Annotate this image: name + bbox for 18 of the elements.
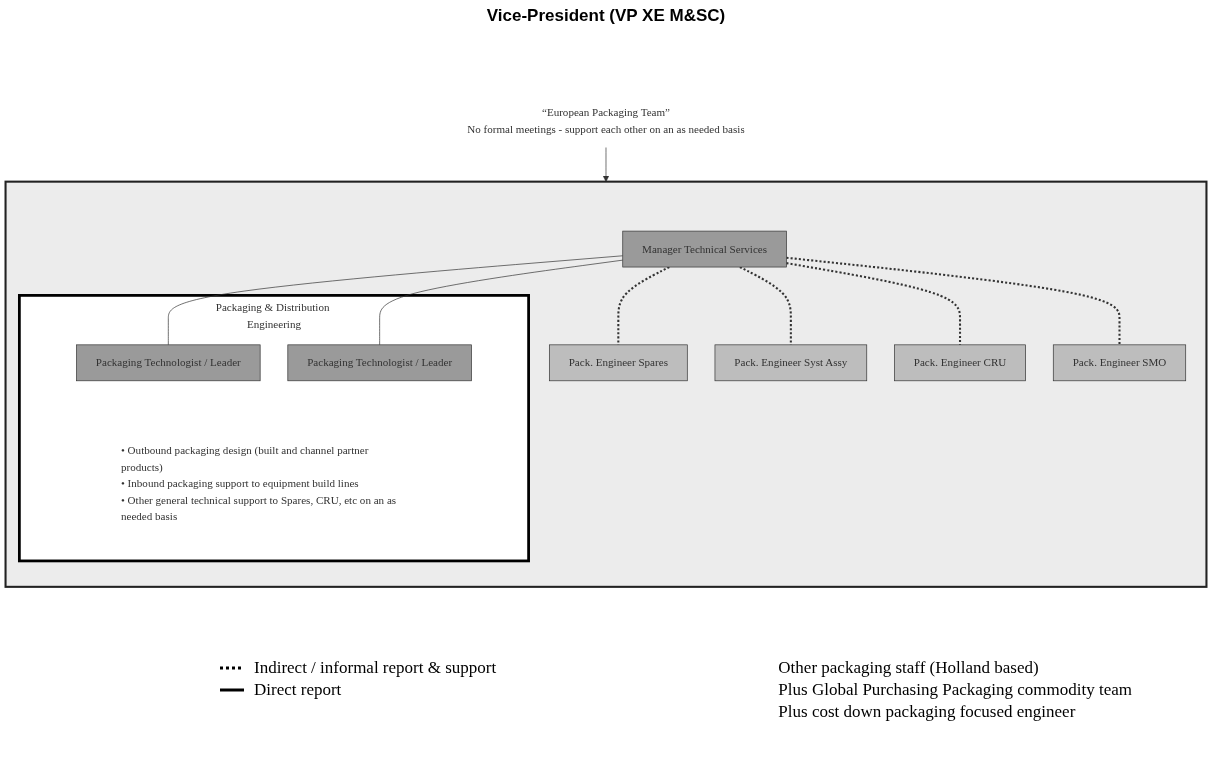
- cluster: [4, 180, 1208, 589]
- node-box: Packaging Technologist / Leader: [76, 344, 261, 382]
- title: Vice-President (VP XE M&SC): [485, 6, 727, 26]
- note: Plus cost down packaging focused engineer: [778, 702, 1077, 722]
- legend-text: Direct report: [254, 680, 342, 700]
- legend-text: Indirect / informal report & support: [254, 658, 497, 678]
- node-box: Manager Technical Services: [622, 231, 787, 268]
- node-box: Pack. Engineer Syst Assy: [714, 344, 868, 382]
- connector: [167, 255, 624, 346]
- connector: [379, 260, 624, 346]
- node-text: “European Packaging Team” No formal meetings - support each other on an as needed basis: [467, 106, 745, 135]
- connector: [786, 257, 1121, 346]
- node-box: Pack. Engineer SMO: [1052, 344, 1187, 382]
- note: Plus Global Purchasing Packaging commodity team: [778, 680, 1132, 700]
- note: Other packaging staff (Holland based): [778, 658, 1040, 678]
- node-box: Packaging Technologist / Leader: [287, 344, 472, 382]
- node-box: Pack. Engineer Spares: [549, 344, 688, 382]
- node-box: Pack. Engineer CRU: [894, 344, 1026, 382]
